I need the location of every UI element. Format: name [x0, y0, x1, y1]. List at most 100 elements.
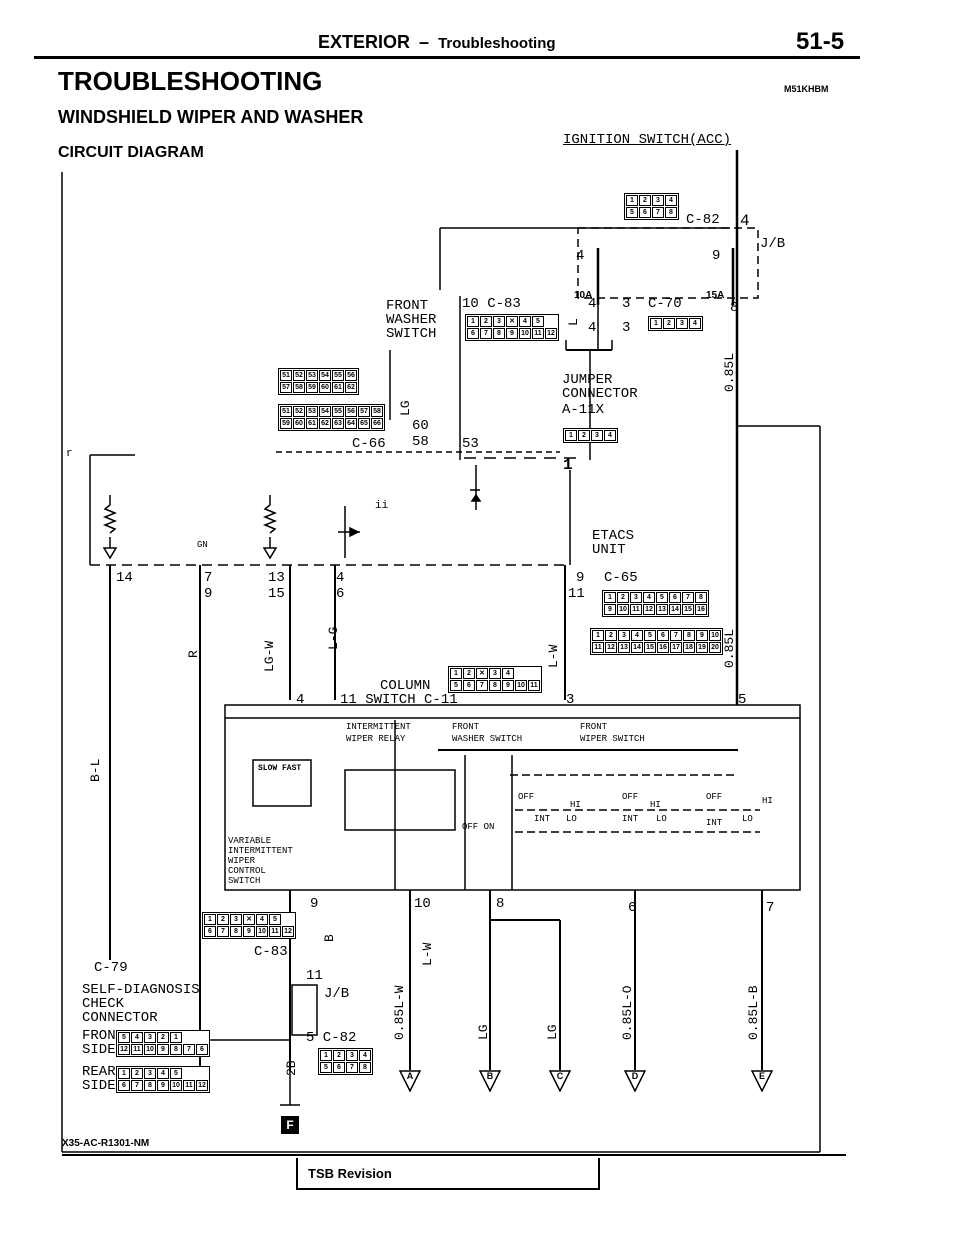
terminal-b-label: B — [486, 1071, 494, 1081]
pin-60: 60 — [412, 418, 429, 434]
wire-lg: LG — [398, 400, 413, 416]
etacs-label-1: ETACS — [592, 528, 635, 544]
jb-label: J/B — [760, 236, 786, 252]
jb-bottom-label: J/B — [324, 986, 350, 1002]
connector-c79-label: C-79 — [94, 960, 128, 976]
terminal-c-label: C — [556, 1071, 564, 1081]
diagram-label: CIRCUIT DIAGRAM — [58, 144, 204, 161]
wire-0-85l-o: 0.85L-O — [620, 985, 635, 1040]
variable-label-5: SWITCH — [228, 876, 261, 886]
pin-58: 58 — [412, 434, 429, 450]
footer-rule — [62, 1154, 846, 1156]
terminal-d-label: D — [631, 1071, 639, 1081]
pin-9c: 9 — [310, 896, 319, 912]
header-section: EXTERIOR – Troubleshooting — [318, 32, 556, 53]
terminal-b-icon — [478, 1070, 502, 1093]
switch-pos-lo-1: LO — [566, 814, 577, 824]
tsb-box: TSB Revision — [296, 1158, 600, 1190]
header-rule — [34, 56, 860, 59]
fuse-number-4: 4 — [576, 248, 585, 264]
ground-block: F — [281, 1116, 299, 1134]
column-switch-label-2: 11 SWITCH C-11 — [340, 692, 458, 708]
pin-4b: 4 — [588, 320, 597, 336]
jumper-connector-label-3: A-11X — [562, 402, 605, 418]
terminal-d: D — [623, 1070, 647, 1093]
page-number: 51-5 — [796, 28, 845, 55]
connector-c70-label: C-70 — [648, 296, 682, 312]
front-washer-switch-label-3: SWITCH — [386, 326, 437, 342]
pin-7: 7 — [204, 570, 213, 586]
switch-pos-lo-3: LO — [742, 814, 753, 824]
jumper-connector-label-1: JUMPER — [562, 372, 613, 388]
ignition-switch-label: IGNITION SWITCH(ACC) — [563, 132, 732, 148]
connector-c83-bottom-label: C-83 — [254, 944, 288, 960]
section-subtitle: WINDSHIELD WIPER AND WASHER — [58, 107, 364, 127]
gn-label: GN — [197, 540, 208, 550]
switch-pos-int-1: INT — [534, 814, 551, 824]
wire-lg-c: LG — [545, 1024, 560, 1040]
wire-l-w-b: L-W — [420, 942, 435, 966]
pin-8: 8 — [730, 300, 739, 316]
pin-8b: 8 — [496, 896, 505, 912]
terminal-c: C — [548, 1070, 572, 1093]
wire-lg-w: LG-W — [262, 640, 277, 672]
pin-53: 53 — [462, 436, 479, 452]
rear-side-label-1: REAR — [82, 1064, 116, 1080]
page-title: TROUBLESHOOTING — [58, 66, 323, 96]
pin-15: 15 — [268, 586, 285, 602]
intermittent-relay-label-2: WIPER RELAY — [346, 734, 406, 744]
switch-pos-hi-1: HI — [570, 800, 581, 810]
rear-side-label-2: SIDE — [82, 1078, 116, 1094]
pin-1: 1 — [563, 456, 573, 474]
pin-13: 13 — [268, 570, 285, 586]
wire-r: R — [186, 650, 201, 658]
variable-label-2: INTERMITTENT — [228, 846, 293, 856]
wire-b: B — [322, 934, 337, 942]
corner-mark-r: r — [66, 448, 73, 460]
terminal-c-icon — [548, 1070, 572, 1093]
self-diag-label-3: CONNECTOR — [82, 1010, 158, 1026]
terminal-a-icon — [398, 1070, 422, 1093]
wire-lg-b: LG — [476, 1024, 491, 1040]
pin-5: 5 — [738, 692, 747, 708]
switch-pos-off-3: OFF — [706, 792, 723, 802]
self-diag-label-1: SELF-DIAGNOSIS — [82, 982, 200, 998]
pin-9: 9 — [204, 586, 213, 602]
front-side-label-1: FRONT — [82, 1028, 125, 1044]
wire-l-g: L-G — [326, 626, 341, 650]
doc-code: M51KHBM — [784, 84, 829, 94]
front-washer-switch-inner-2: WASHER SWITCH — [452, 734, 523, 744]
connector-c65-label: C-65 — [604, 570, 638, 586]
switch-pos-off-2: OFF — [622, 792, 639, 802]
pin-9b: 9 — [576, 570, 585, 586]
switch-pos-lo-2: LO — [656, 814, 667, 824]
pin-4d: 4 — [296, 692, 305, 708]
jumper-connector-label-2: CONNECTOR — [562, 386, 638, 402]
front-washer-switch-label-2: WASHER — [386, 312, 437, 328]
pin-10: 10 — [414, 896, 431, 912]
switch-pos-hi-2: HI — [650, 800, 661, 810]
terminal-a: A — [398, 1070, 422, 1093]
pin-3b: 3 — [622, 320, 631, 336]
connector-c82-top-label: C-82 — [686, 212, 720, 228]
variable-label-3: WIPER — [228, 856, 256, 866]
off-on-label: OFF ON — [462, 822, 495, 832]
pin-3a: 3 — [622, 296, 631, 312]
fuse-10a: 10A — [574, 290, 593, 301]
terminal-e-icon — [750, 1070, 774, 1093]
switch-pos-off-1: OFF — [518, 792, 535, 802]
wire-0-85l-mid: 0.85L — [722, 628, 737, 668]
switch-pos-hi-3: HI — [762, 796, 773, 806]
pin-14: 14 — [116, 570, 133, 586]
